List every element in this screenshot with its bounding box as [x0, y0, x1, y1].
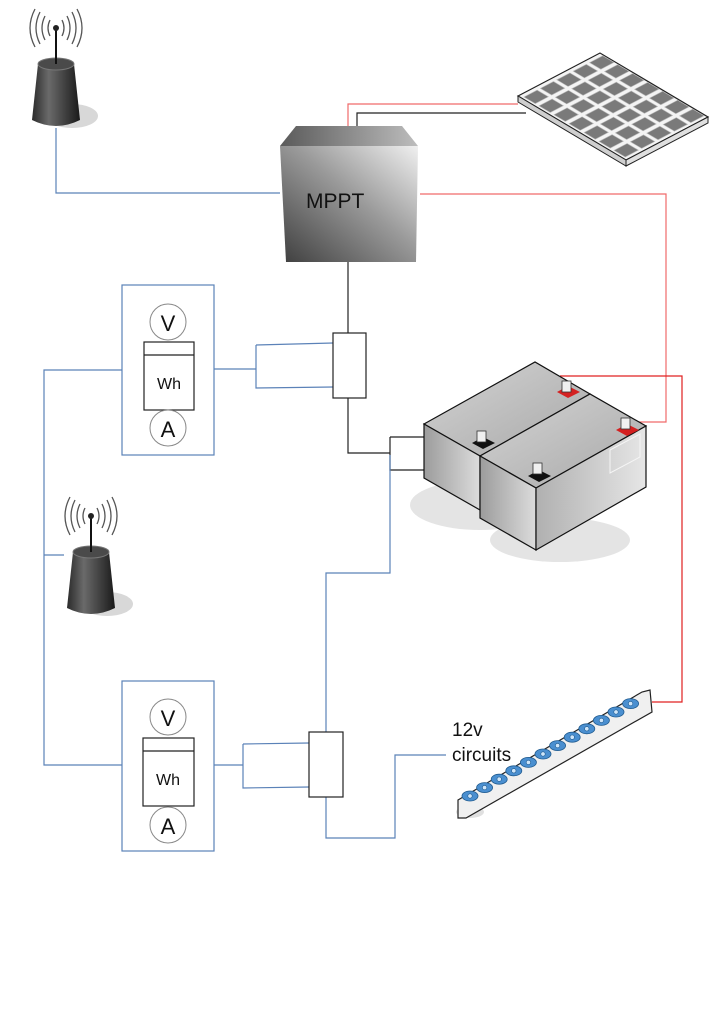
wires — [43, 103, 683, 839]
solar-cell — [539, 81, 566, 96]
wire-shunt-bottom-sense-b — [242, 744, 310, 789]
fuse-block-icon — [456, 689, 653, 819]
fuse-socket — [520, 757, 537, 768]
energy-meter-bottom[interactable]: V Wh A — [121, 680, 215, 852]
voltmeter-icon — [149, 698, 187, 736]
wire-battery-to-shunt-bottom — [325, 455, 391, 735]
mppt-controller[interactable]: MPPT — [280, 126, 418, 262]
solar-cell — [584, 107, 611, 123]
battery-icon — [410, 361, 648, 562]
meter-bottom-energy-label: Wh — [156, 772, 180, 789]
wire-shunt-top-to-battery — [347, 398, 390, 454]
wireless-antenna-icon — [29, 8, 98, 128]
fuse-socket — [549, 740, 566, 751]
solar-cell — [553, 107, 579, 122]
solar-cell — [633, 82, 660, 97]
fuse-socket — [461, 790, 479, 802]
battery-terminal-negative-1 — [472, 430, 495, 449]
solar-cell — [663, 99, 690, 115]
fuse-socket — [563, 731, 581, 743]
fuse-socket — [505, 765, 523, 777]
solar-cell — [616, 108, 642, 123]
solar-cell — [601, 99, 627, 114]
solar-cell — [613, 143, 639, 158]
wire-solar-negative — [356, 112, 526, 126]
solar-cell — [571, 81, 597, 96]
circuits-label-line1: 12v — [452, 720, 483, 741]
meter-bottom-amp-label: A — [161, 814, 176, 839]
wire-shunt-bottom-to-circuits — [325, 754, 446, 839]
solar-cell — [647, 108, 674, 123]
wire-battery-to-fuse-positive — [560, 375, 683, 703]
solar-cell — [568, 116, 594, 131]
fuse-socket — [534, 748, 552, 760]
solar-cell — [586, 90, 612, 105]
solar-cell — [588, 55, 615, 70]
solar-cell — [572, 63, 599, 79]
solar-cell — [599, 116, 626, 131]
solar-cell — [587, 72, 614, 88]
fuse-socket — [578, 723, 596, 735]
battery-terminal-positive-2 — [616, 417, 639, 436]
solar-cell — [603, 64, 630, 79]
mppt-label: MPPT — [306, 190, 365, 213]
fuse-socket — [476, 782, 494, 793]
wire-mppt-to-battery-positive — [420, 193, 667, 423]
ammeter-icon — [149, 806, 187, 844]
fuse-socket — [622, 698, 639, 709]
wire-shunt-bottom-sense-a — [242, 742, 310, 745]
solar-cell — [632, 99, 659, 114]
solar-cell — [678, 108, 705, 123]
fuse-socket — [490, 773, 508, 785]
meter-top-amp-label: A — [161, 417, 176, 442]
solar-cell — [662, 117, 689, 132]
wire-antenna-to-mppt — [55, 128, 280, 194]
solar-cell — [648, 90, 675, 106]
solar-cell — [556, 72, 582, 87]
wire-solar-positive — [347, 103, 518, 126]
fuse-socket — [593, 715, 610, 726]
fuse-socket — [607, 706, 625, 718]
wire-shunt-top-sense-a — [255, 342, 334, 346]
solar-cell — [583, 125, 609, 140]
meter-top-volt-label: V — [161, 311, 176, 336]
solar-cell — [523, 89, 549, 105]
energy-meter-top[interactable]: V Wh A — [121, 284, 215, 456]
wireless-antenna-icon — [64, 496, 133, 616]
solar-cell — [617, 90, 644, 105]
solar-cell — [598, 134, 624, 149]
solar-cell — [554, 90, 581, 105]
battery-terminal-negative-2 — [528, 462, 551, 482]
battery-terminal-positive-1 — [557, 380, 580, 398]
wire-left-bus — [43, 369, 122, 766]
solar-cell — [646, 125, 672, 141]
voltmeter-icon — [149, 303, 187, 341]
meter-top-energy-label: Wh — [157, 376, 181, 393]
solar-cell — [569, 98, 596, 114]
ammeter-icon — [149, 409, 187, 447]
solar-cell — [602, 81, 629, 96]
circuits-label-line2: circuits — [452, 745, 511, 766]
solar-panel-icon — [516, 52, 710, 167]
shunt-icon — [332, 332, 367, 399]
meter-bottom-volt-label: V — [161, 706, 176, 731]
solar-cell — [538, 98, 564, 113]
wire-shunt-top-sense-b — [255, 345, 334, 389]
solar-cell — [629, 134, 656, 149]
solar-cell — [614, 125, 641, 140]
solar-cell — [618, 73, 645, 88]
shunt-icon — [308, 731, 344, 798]
solar-cell — [631, 117, 657, 132]
